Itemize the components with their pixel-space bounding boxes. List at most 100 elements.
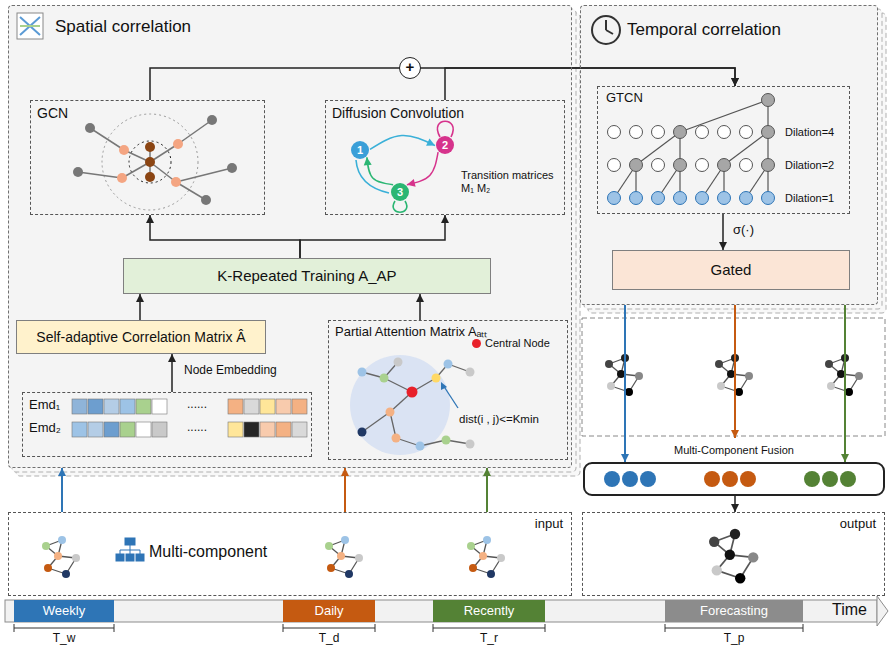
graph-node: 2 [436, 136, 454, 154]
panel: GTCNDilation=4Dilation=2Dilation=1GatedT… [580, 5, 878, 305]
connector [841, 305, 849, 462]
node-title: GTCN [606, 91, 643, 106]
output-region [582, 318, 885, 583]
hierarchy-icon [116, 554, 124, 561]
embedding-cells [228, 422, 243, 437]
attention-graph [441, 382, 447, 390]
dilated-conv [674, 126, 687, 139]
annotation: T_p [724, 632, 745, 646]
clock-icon [592, 16, 620, 44]
arrowhead [426, 139, 435, 146]
node-title: Forecasting [700, 604, 768, 619]
module-box: 123Diffusion ConvolutionTransition matri… [325, 100, 565, 215]
time-axis [5, 600, 877, 622]
attention-graph [386, 408, 395, 417]
attention-graph [380, 374, 389, 383]
dilated-conv [718, 126, 731, 139]
gcn-graph [201, 195, 211, 205]
edge-label: Node Embedding [182, 364, 279, 378]
fusion-dots [822, 471, 838, 487]
embedding-cells [244, 422, 259, 437]
arrowhead [441, 215, 449, 223]
arrowhead [364, 157, 372, 165]
connector-line [734, 305, 736, 438]
arrowhead [731, 78, 739, 86]
dilated-conv [674, 159, 687, 172]
diffusion-arcs [356, 121, 453, 212]
attention-graph [358, 368, 367, 377]
arrowhead [136, 294, 144, 302]
gcn-graph [102, 114, 198, 210]
dilated-conv [652, 192, 665, 205]
spatial-icon [17, 13, 43, 39]
spatial-icon [20, 25, 40, 27]
arrowhead [483, 468, 491, 476]
gcn-graph [145, 142, 155, 182]
time-segment: Daily [283, 600, 375, 622]
output-box: output [582, 512, 885, 596]
dilated-conv [630, 192, 643, 205]
dilated-conv [718, 192, 731, 205]
input-box: inputMulti-component [8, 512, 572, 596]
process-box: Self-adaptive Correlation Matrix Â [16, 320, 266, 354]
node-title: Spatial correlation [55, 17, 191, 37]
node-title: Daily [315, 604, 344, 619]
graph-node: 3 [391, 183, 409, 201]
connector-line [300, 215, 445, 258]
node-text: Multi-component [149, 543, 267, 561]
gcn-graph [73, 167, 83, 177]
connector [370, 135, 435, 149]
gcn-graph [178, 120, 212, 144]
dilated-conv [608, 159, 621, 172]
attention-graph [407, 387, 418, 398]
embedding-cells [260, 422, 275, 437]
attention-graph [416, 442, 425, 451]
arrowhead [621, 454, 629, 462]
dilated-conv [630, 159, 643, 172]
input-graphs [325, 536, 363, 578]
embedding-cells [120, 422, 135, 437]
time-axis [877, 596, 888, 626]
dilated-conv [696, 126, 709, 139]
embedding-cells [104, 422, 119, 437]
legend-text: Central Node [485, 337, 550, 350]
output-region [582, 318, 885, 436]
dilated-conv [652, 126, 665, 139]
span-bracket [433, 624, 545, 632]
dilated-conv [608, 94, 775, 205]
arrowhead [58, 468, 66, 476]
fusion-dots [622, 471, 638, 487]
attention-graph [358, 428, 367, 437]
connector [445, 68, 739, 100]
gcn-graph [227, 163, 237, 173]
arrowhead [731, 78, 739, 86]
gcn-graph [78, 120, 232, 200]
fusion-dots [840, 471, 856, 487]
node-title: Partial Attention Matrix Aₐₜₜ [335, 325, 487, 340]
node-title: 2 [442, 139, 448, 152]
graph-node: 1 [351, 141, 369, 159]
hierarchy-icon [116, 538, 144, 561]
annotation: ...... [187, 421, 207, 435]
arrowhead [146, 215, 154, 223]
attention-graph [466, 440, 475, 449]
connector-line [370, 135, 435, 149]
gcn-graph [176, 168, 232, 182]
embedding-cells [72, 399, 87, 414]
connector [731, 496, 739, 512]
time-segment: Forecasting [665, 600, 803, 622]
time-axis [5, 596, 888, 626]
fusion-dots [740, 471, 756, 487]
connector [416, 294, 424, 320]
dilated-conv [652, 159, 665, 172]
fusion-bar: Multi-Component Fusion [583, 462, 885, 496]
node-text: dist(i , j)<=Kmin [459, 413, 539, 426]
embedding-cells [72, 422, 87, 437]
embedding-cells [260, 399, 275, 414]
dilated-conv [740, 126, 753, 139]
span-bracket [14, 624, 114, 632]
time-segment: Recently [433, 600, 545, 622]
node-title: 3 [397, 186, 403, 199]
connector [168, 354, 176, 392]
gcn-graph [73, 115, 237, 205]
